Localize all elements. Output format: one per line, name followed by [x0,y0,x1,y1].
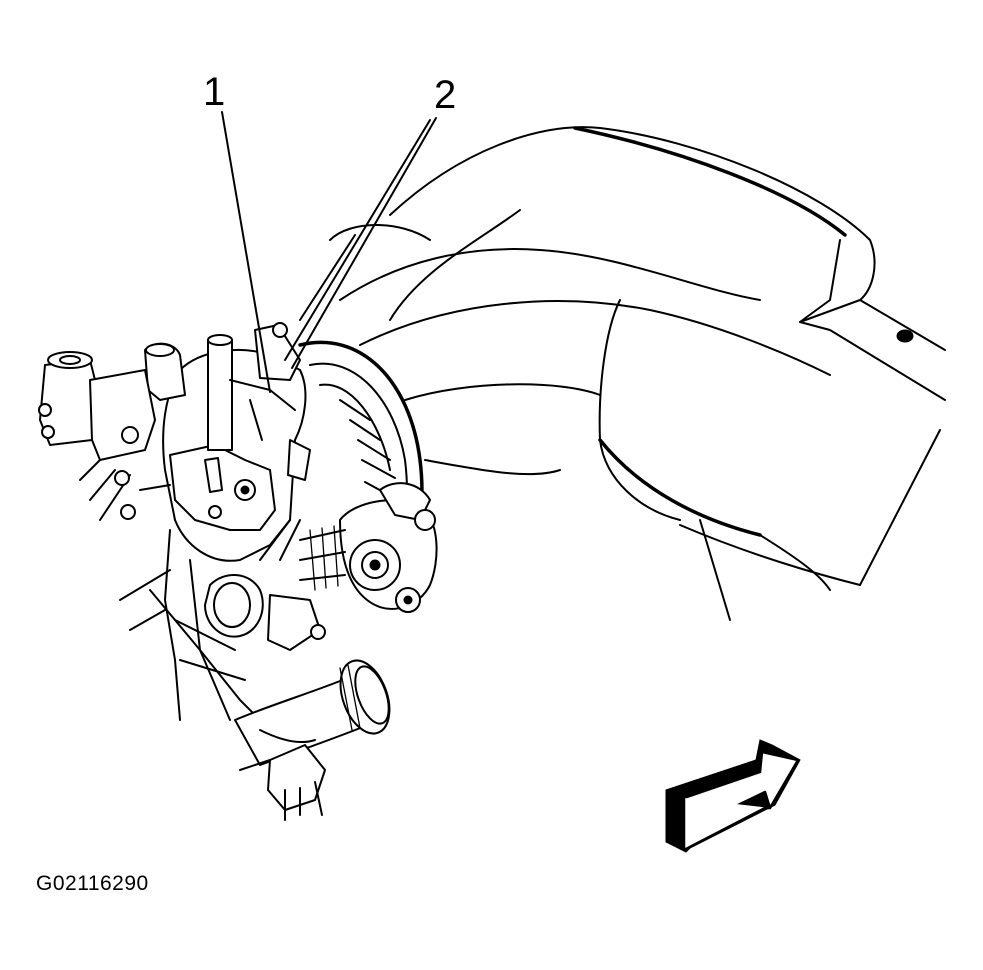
left-fittings [38,351,171,521]
callout-1-label: 1 [203,70,225,114]
axle-housing [299,126,946,621]
caliper-assembly [299,482,438,613]
callout-2-label: 2 [434,73,456,117]
callout-leaders [221,111,437,393]
lower-control-arm [119,519,326,721]
steering-knuckle [144,322,311,562]
axle-tube [234,659,391,821]
figure-id: G02116290 [36,872,149,895]
callout-1-leader [221,111,271,393]
callout-2-leader [291,117,437,369]
direction-arrow-icon [665,739,801,853]
